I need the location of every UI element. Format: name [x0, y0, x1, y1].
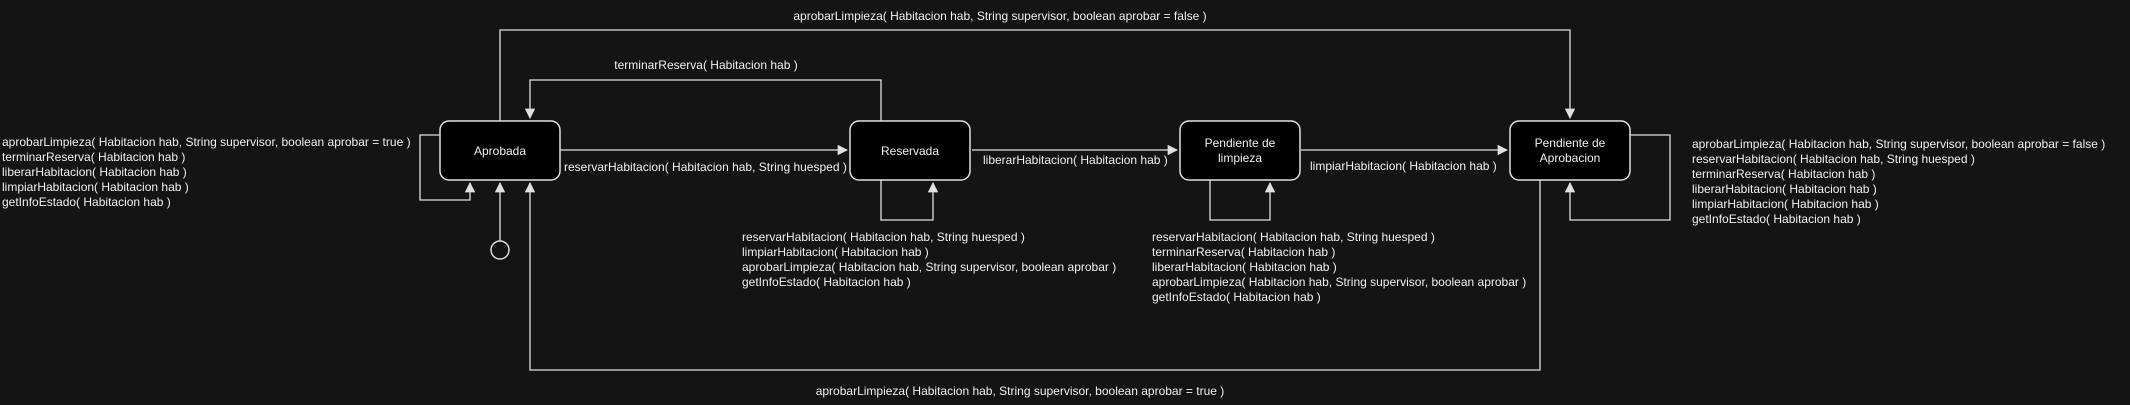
- self-loop-aprobada: [419, 134, 476, 201]
- loop-labels-reservada: reservarHabitacion( Habitacion hab, Stri…: [742, 230, 1116, 289]
- loop-label-line: getInfoEstado( Habitacion hab ): [1692, 212, 1861, 226]
- state-pendiente-limpieza-label-1: Pendiente de: [1205, 136, 1276, 150]
- loop-label-line: reservarHabitacion( Habitacion hab, Stri…: [742, 230, 1025, 244]
- loop-label-line: terminarReserva( Habitacion hab ): [2, 150, 185, 164]
- loop-label-line: getInfoEstado( Habitacion hab ): [1152, 290, 1321, 304]
- label-reservar: reservarHabitacion( Habitacion hab, Stri…: [564, 160, 847, 174]
- label-limpiar: limpiarHabitacion( Habitacion hab ): [1310, 159, 1497, 173]
- state-pendiente-aprobacion-label-1: Pendiente de: [1535, 136, 1606, 150]
- state-pendiente-aprobacion-label-2: Aprobacion: [1540, 151, 1601, 165]
- state-reservada: Reservada: [849, 120, 971, 181]
- loop-label-line: terminarReserva( Habitacion hab ): [1152, 245, 1335, 259]
- self-loop-pendiente-aprobacion: [1564, 134, 1671, 221]
- loop-label-line: aprobarLimpieza( Habitacion hab, String …: [2, 135, 411, 149]
- label-aprobar-false-top: aprobarLimpieza( Habitacion hab, String …: [793, 9, 1206, 23]
- loop-label-line: aprobarLimpieza( Habitacion hab, String …: [1692, 137, 2105, 151]
- initial-state: [490, 240, 510, 260]
- self-loop-pendiente-limpieza: [1209, 180, 1276, 221]
- self-loop-reservada: [880, 180, 939, 221]
- loop-label-line: getInfoEstado( Habitacion hab ): [2, 195, 171, 209]
- loop-label-line: liberarHabitacion( Habitacion hab ): [1152, 260, 1337, 274]
- label-aprobar-true-bottom: aprobarLimpieza( Habitacion hab, String …: [816, 384, 1225, 398]
- state-pendiente-aprobacion: Pendiente de Aprobacion: [1509, 120, 1631, 181]
- loop-label-line: limpiarHabitacion( Habitacion hab ): [1692, 197, 1879, 211]
- state-aprobada: Aprobada: [439, 120, 561, 181]
- loop-label-line: getInfoEstado( Habitacion hab ): [742, 275, 911, 289]
- edge-aprobar-false-top: [499, 29, 1576, 121]
- loop-label-line: liberarHabitacion( Habitacion hab ): [2, 165, 187, 179]
- loop-label-line: reservarHabitacion( Habitacion hab, Stri…: [1152, 230, 1435, 244]
- state-reservada-label: Reservada: [881, 144, 939, 158]
- label-liberar: liberarHabitacion( Habitacion hab ): [983, 153, 1168, 167]
- state-pendiente-limpieza: Pendiente de limpieza: [1179, 120, 1301, 181]
- state-aprobada-label: Aprobada: [474, 144, 526, 158]
- state-pendiente-limpieza-label-2: limpieza: [1218, 151, 1262, 165]
- loop-labels-aprobada: aprobarLimpieza( Habitacion hab, String …: [2, 135, 411, 209]
- loop-label-line: limpiarHabitacion( Habitacion hab ): [2, 180, 189, 194]
- loop-label-line: terminarReserva( Habitacion hab ): [1692, 167, 1875, 181]
- loop-labels-pendiente-limpieza: reservarHabitacion( Habitacion hab, Stri…: [1152, 230, 1526, 304]
- edge-terminar-reserva: [524, 79, 882, 121]
- loop-label-line: liberarHabitacion( Habitacion hab ): [1692, 182, 1877, 196]
- label-terminar-reserva: terminarReserva( Habitacion hab ): [614, 58, 797, 72]
- loop-label-line: limpiarHabitacion( Habitacion hab ): [742, 245, 929, 259]
- loop-label-line: aprobarLimpieza( Habitacion hab, String …: [1152, 275, 1526, 289]
- edge-aprobar-true-bottom: [524, 180, 1541, 371]
- loop-label-line: aprobarLimpieza( Habitacion hab, String …: [742, 260, 1116, 274]
- loop-labels-pendiente-aprobacion: aprobarLimpieza( Habitacion hab, String …: [1692, 137, 2105, 226]
- loop-label-line: reservarHabitacion( Habitacion hab, Stri…: [1692, 152, 1975, 166]
